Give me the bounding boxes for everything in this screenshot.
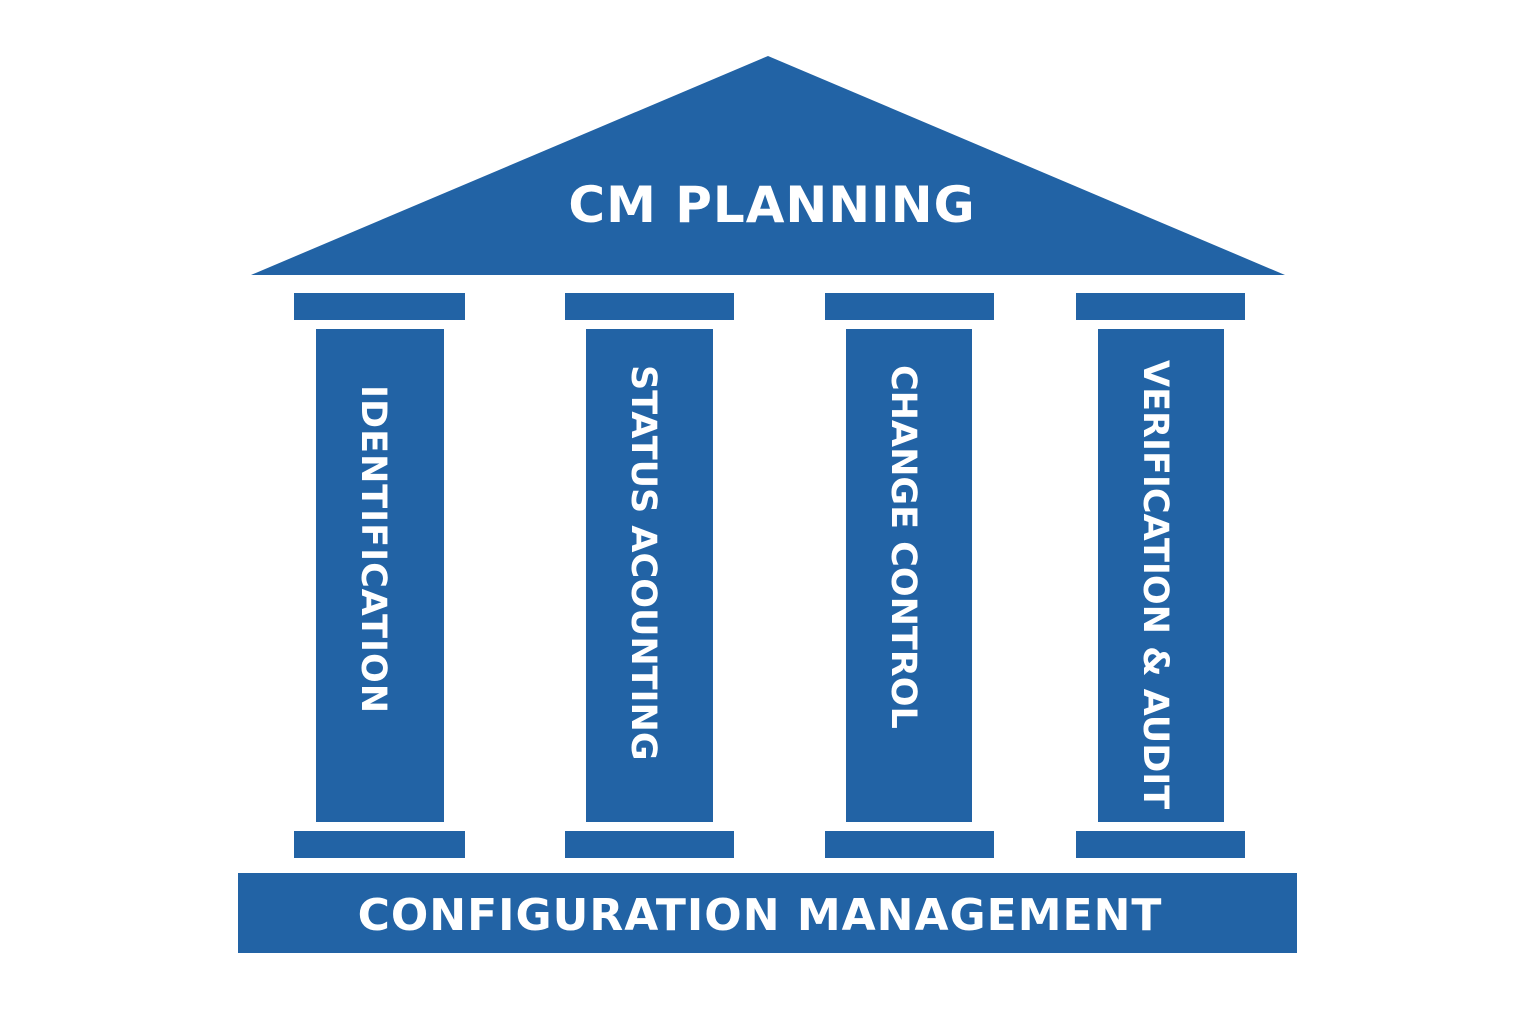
pillar-label-status-accounting: STATUS ACOUNTING (623, 365, 663, 761)
base-platform (238, 873, 1297, 953)
pillar-plinth (1076, 831, 1245, 858)
pillar-shaft (316, 329, 444, 822)
pillar-label-identification: IDENTIFICATION (353, 385, 393, 714)
pillar-plinth (294, 831, 465, 858)
pillar-capital (825, 293, 994, 320)
pillar-change-control (825, 293, 994, 858)
pillar-capital (294, 293, 465, 320)
pillar-plinth (565, 831, 734, 858)
roof-pediment (251, 56, 1285, 275)
roof-title: CM PLANNING (568, 176, 975, 234)
pillar-identification (294, 293, 465, 858)
pillar-plinth (825, 831, 994, 858)
pillar-label-change-control: CHANGE CONTROL (883, 365, 923, 729)
pillar-capital (565, 293, 734, 320)
pillar-verification-audit (1076, 293, 1245, 858)
base-title: CONFIGURATION MANAGEMENT (358, 890, 1163, 941)
pillar-label-verification-audit: VERIFICATION & AUDIT (1135, 360, 1175, 809)
pillar-4-label-clip: VERIFICATION & AUDIT (1135, 360, 1175, 809)
pillar-shaft (586, 329, 713, 822)
pillar-shaft (1098, 329, 1224, 822)
pillar-status-accounting (565, 293, 734, 858)
pillar-shaft (846, 329, 972, 822)
pillar-capital (1076, 293, 1245, 320)
